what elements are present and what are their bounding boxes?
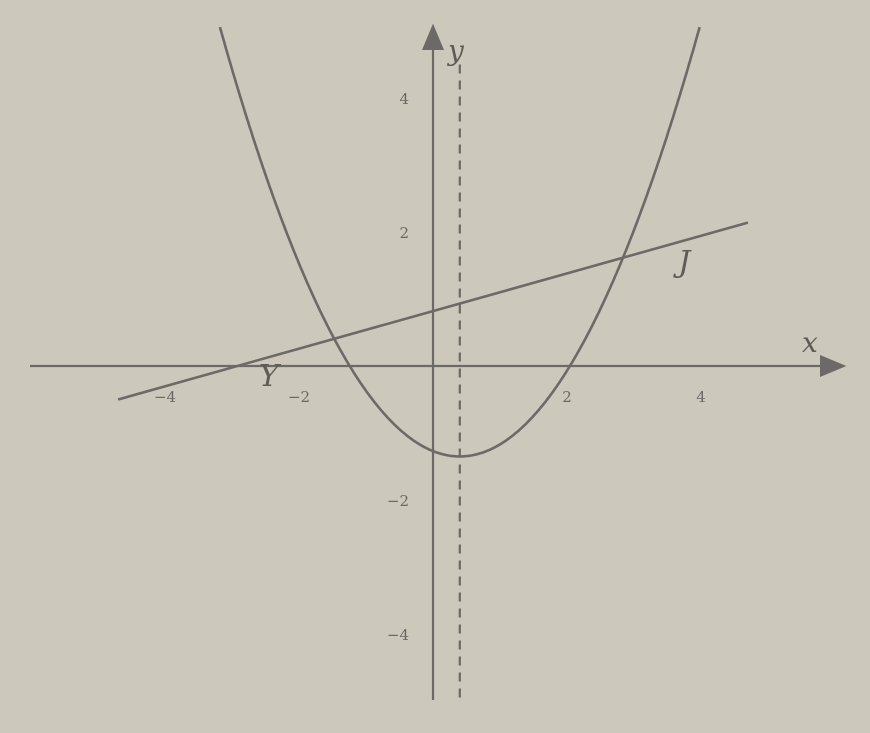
y-tick-label: −2 — [387, 492, 409, 510]
y-tick-label: 2 — [399, 224, 409, 242]
x-axis-label: x — [802, 326, 818, 359]
y-tick-label: 4 — [399, 90, 409, 108]
y-tick-label: −4 — [387, 626, 409, 644]
x-tick-label: −4 — [154, 388, 176, 406]
point-label-y: Y — [259, 359, 282, 394]
point-label-j: J — [672, 245, 692, 280]
x-tick-label: −2 — [288, 388, 310, 406]
y-axis-label: y — [446, 34, 465, 67]
straight-line — [117, 221, 749, 401]
parabola-curve — [218, 26, 701, 458]
x-tick-label: 4 — [696, 388, 706, 406]
x-tick-label: 2 — [562, 388, 572, 406]
